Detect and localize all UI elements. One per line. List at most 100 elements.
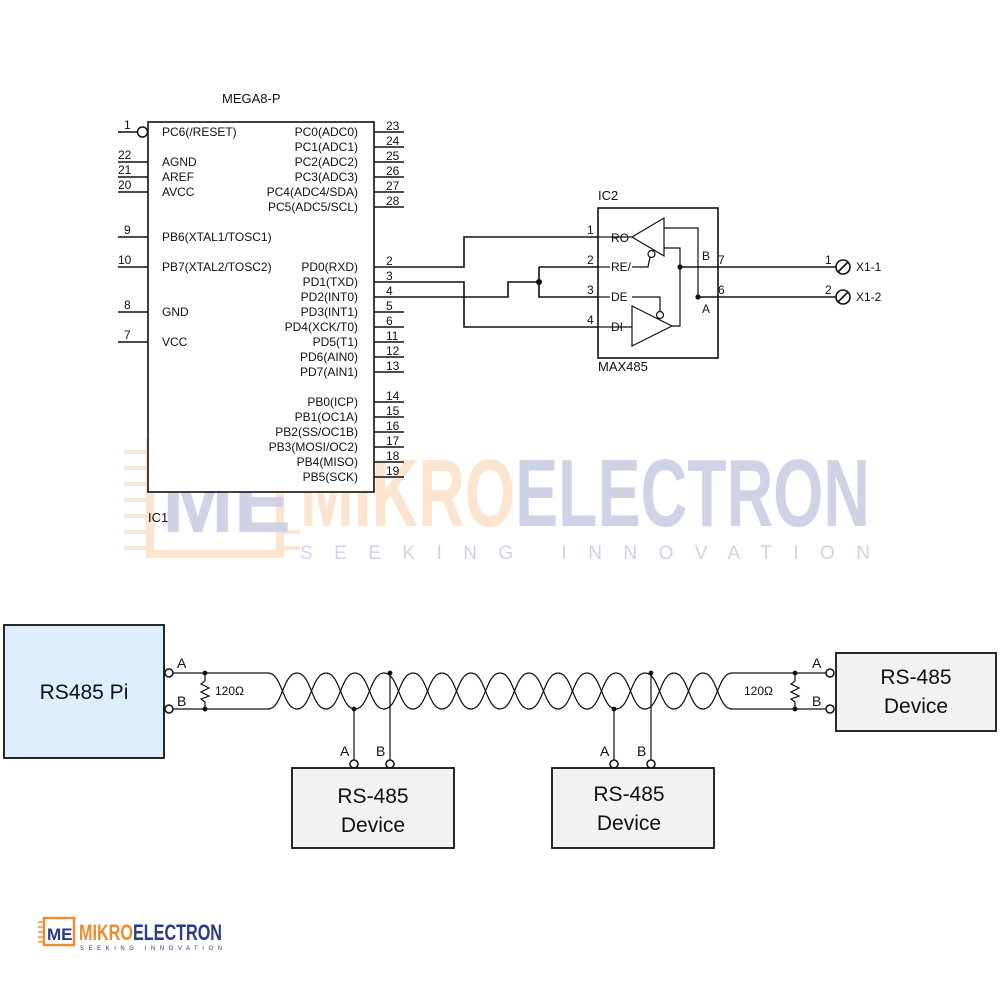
rs485-network: RS485 Pi A B 120Ω 120Ω A B RS-485 Devi bbox=[3, 624, 997, 849]
ic1-pin-name: PB7(XTAL2/TOSC2) bbox=[162, 260, 272, 274]
ic1-pin-number: 22 bbox=[118, 148, 132, 162]
ic1-part: MEGA8-P bbox=[222, 91, 281, 106]
brand-logo: ME MIKROELECTRON SEEKING INNOVATION bbox=[38, 916, 222, 952]
ic2-pin-number: 2 bbox=[587, 253, 594, 267]
device-label: RS-485 bbox=[880, 666, 951, 689]
ic1-pin-name: PD5(T1) bbox=[313, 335, 358, 349]
rs485-device-box bbox=[551, 767, 715, 849]
wire-txd bbox=[404, 281, 598, 328]
ic2-pin-name: RE/ bbox=[611, 260, 632, 274]
ic1-pin-name: PC1(ADC1) bbox=[295, 140, 358, 154]
ic1-pin-name: PD2(INT0) bbox=[301, 290, 358, 304]
connector-x1: 1 2 X1-1 X1-2 bbox=[825, 253, 882, 305]
ic1-pin-number: 25 bbox=[386, 149, 400, 163]
device-label: Device bbox=[884, 695, 948, 718]
ic2-part: MAX485 bbox=[598, 359, 648, 374]
cable-strand bbox=[499, 672, 530, 710]
ic1-pin-number: 15 bbox=[386, 404, 400, 418]
terminal-icon bbox=[385, 759, 395, 769]
ic1-ref: IC1 bbox=[148, 510, 168, 525]
signal-wires bbox=[404, 236, 598, 328]
bus-b-internal bbox=[664, 227, 699, 297]
ic1-pin-number: 20 bbox=[118, 178, 132, 192]
cable-strand bbox=[586, 672, 617, 710]
ic1-pin-number: 1 bbox=[124, 118, 131, 132]
ic1-right-pin-numbers: 23 24 25 26 27 28 2 3 4 5 6 11 12 13 14 … bbox=[386, 119, 400, 478]
ic1-pin-name: PC2(ADC2) bbox=[295, 155, 358, 169]
ic1-pin-number: 26 bbox=[386, 164, 400, 178]
ic1-pin-number: 24 bbox=[386, 134, 400, 148]
bus-line-a-label: A bbox=[600, 743, 610, 759]
ic1-pin-number: 2 bbox=[386, 254, 393, 268]
ic1-pin-name: PB4(MISO) bbox=[297, 455, 358, 469]
bus-line-b-label: B bbox=[812, 693, 821, 709]
ic1-pin-number: 11 bbox=[386, 329, 399, 343]
ic1-left-pin-numbers: 1 22 21 20 9 10 8 7 bbox=[118, 118, 132, 342]
ic1-pin-number: 13 bbox=[386, 359, 400, 373]
twisted-pair-cable bbox=[205, 672, 768, 710]
ic2-left-pin-lines bbox=[598, 236, 610, 328]
ic1-pin-name: PB5(SCK) bbox=[303, 470, 358, 484]
bus-line-a-label: A bbox=[340, 743, 350, 759]
ic1-pin-name: PB3(MOSI/OC2) bbox=[269, 440, 358, 454]
ic1-pin-number: 21 bbox=[118, 163, 132, 177]
ic2-pin-number: 1 bbox=[587, 223, 594, 237]
ic1-pin-number: 28 bbox=[386, 194, 400, 208]
ic1-pin-name: PB2(SS/OC1B) bbox=[275, 425, 358, 439]
ic1-right-pin-lines bbox=[374, 131, 404, 478]
ic1-left-pin-lines bbox=[118, 126, 149, 343]
logo-brand-part2: ELECTRON bbox=[133, 920, 222, 945]
terminal-icon bbox=[609, 759, 619, 769]
watermark-brand-part2: ELECTRON bbox=[515, 440, 870, 547]
re-internal-line bbox=[632, 256, 651, 268]
logo-tagline: SEEKING INNOVATION bbox=[80, 946, 222, 952]
ic1-pin-number: 7 bbox=[124, 328, 131, 342]
cable-strand bbox=[325, 672, 356, 710]
logo-mark: ME bbox=[47, 925, 73, 944]
ic2-bus-label-b: B bbox=[702, 249, 710, 263]
cable-strand bbox=[644, 672, 675, 710]
ic1-pin-number: 16 bbox=[386, 419, 400, 433]
terminator-label: 120Ω bbox=[744, 684, 773, 698]
ic1-pin-number: 6 bbox=[386, 314, 393, 328]
cable-strand bbox=[557, 672, 588, 710]
logo-brand: MIKROELECTRON bbox=[79, 920, 222, 945]
logo-brand-part1: MIKRO bbox=[79, 920, 133, 945]
ic1-pin-name: PC0(ADC0) bbox=[295, 125, 358, 139]
cable-strand bbox=[412, 672, 443, 710]
ic1-pin-number: 17 bbox=[386, 434, 400, 448]
logo-chip-icon bbox=[38, 916, 76, 947]
receiver-buffer-icon bbox=[630, 216, 665, 258]
terminal-icon bbox=[835, 259, 851, 275]
ic1-pin-name: VCC bbox=[162, 335, 188, 349]
driver-enable-dot bbox=[655, 310, 665, 320]
ic1-pin-number: 3 bbox=[386, 269, 393, 283]
cable-strand bbox=[267, 672, 298, 710]
ic1-pin-name: AGND bbox=[162, 155, 197, 169]
ic1-pin-number: 5 bbox=[386, 299, 393, 313]
ic1-pin-name: PD6(AIN0) bbox=[300, 350, 358, 364]
de-internal-line bbox=[632, 296, 661, 311]
ic2-ref: IC2 bbox=[598, 188, 618, 203]
ic1: MEGA8-P IC1 1 22 21 20 9 10 8 7 PC6(/RES… bbox=[118, 91, 404, 525]
terminal-icon bbox=[164, 704, 174, 714]
ic2: IC2 MAX485 1 2 3 4 RO RE/ DE DI B A 7 6 bbox=[587, 188, 836, 374]
ic1-pin-name: GND bbox=[162, 305, 189, 319]
cable-strand bbox=[615, 672, 646, 710]
ic1-pin-name: PD3(INT1) bbox=[301, 305, 358, 319]
driver-out-internal bbox=[672, 267, 681, 327]
resistor-icon bbox=[199, 680, 211, 703]
terminal-icon bbox=[164, 668, 174, 678]
cable-strand bbox=[470, 672, 501, 710]
ic1-pin-name: PC6(/RESET) bbox=[162, 125, 237, 139]
ic1-left-pin-names: PC6(/RESET) AGND AREF AVCC PB6(XTAL1/TOS… bbox=[162, 125, 272, 349]
ic2-pin-name: DE bbox=[611, 290, 628, 304]
reset-inversion-bubble bbox=[136, 126, 149, 138]
ic1-right-pin-names: PC0(ADC0) PC1(ADC1) PC2(ADC2) PC3(ADC3) … bbox=[267, 125, 358, 484]
receiver-enable-bubble bbox=[647, 249, 656, 259]
terminator-label: 120Ω bbox=[215, 684, 244, 698]
ic1-body bbox=[147, 121, 375, 493]
ic1-pin-name: PC5(ADC5/SCL) bbox=[268, 200, 358, 214]
connector-pin-number: 2 bbox=[825, 283, 832, 297]
ic1-pin-name: PD1(TXD) bbox=[303, 275, 358, 289]
